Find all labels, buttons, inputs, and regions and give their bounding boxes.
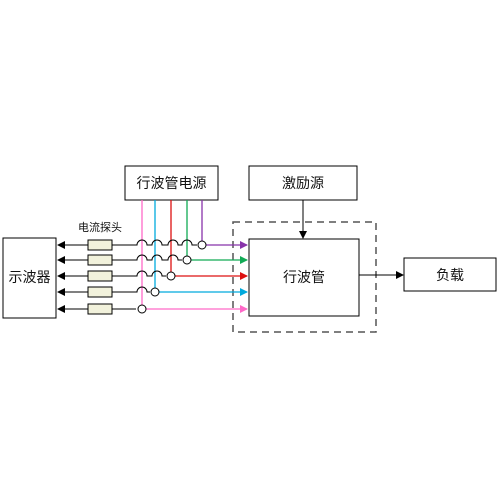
probe-2 bbox=[87, 254, 113, 266]
twt-label: 行波管 bbox=[283, 270, 325, 286]
probe-1 bbox=[87, 239, 113, 251]
twt-block: 行波管 bbox=[248, 238, 360, 317]
probe-5 bbox=[87, 303, 113, 315]
load-label: 负载 bbox=[436, 268, 464, 284]
wire-red bbox=[170, 200, 247, 276]
supply-wires bbox=[141, 200, 247, 309]
wire-green bbox=[186, 200, 247, 260]
power-supply-block: 行波管电源 bbox=[124, 165, 219, 201]
power-supply-label: 行波管电源 bbox=[137, 176, 207, 192]
junction-2 bbox=[182, 255, 192, 265]
junction-3 bbox=[166, 271, 176, 281]
probe-4 bbox=[87, 286, 113, 298]
exciter-label: 激励源 bbox=[282, 175, 324, 192]
oscilloscope-label: 示波器 bbox=[9, 270, 51, 286]
junction-1 bbox=[197, 240, 207, 250]
exciter-block: 激励源 bbox=[248, 165, 358, 201]
probe-3 bbox=[87, 270, 113, 282]
junction-circles bbox=[137, 240, 207, 314]
current-probes bbox=[87, 239, 113, 315]
load-block: 负载 bbox=[403, 257, 497, 292]
oscilloscope-block: 示波器 bbox=[2, 237, 57, 319]
wire-cyan bbox=[154, 200, 247, 292]
wire-purple bbox=[201, 200, 247, 245]
probe-rows bbox=[57, 239, 197, 313]
junction-5 bbox=[137, 304, 147, 314]
twt-dashed-enclosure bbox=[232, 221, 377, 333]
junction-4 bbox=[150, 287, 160, 297]
probe-label: 电流探头 bbox=[78, 220, 122, 234]
